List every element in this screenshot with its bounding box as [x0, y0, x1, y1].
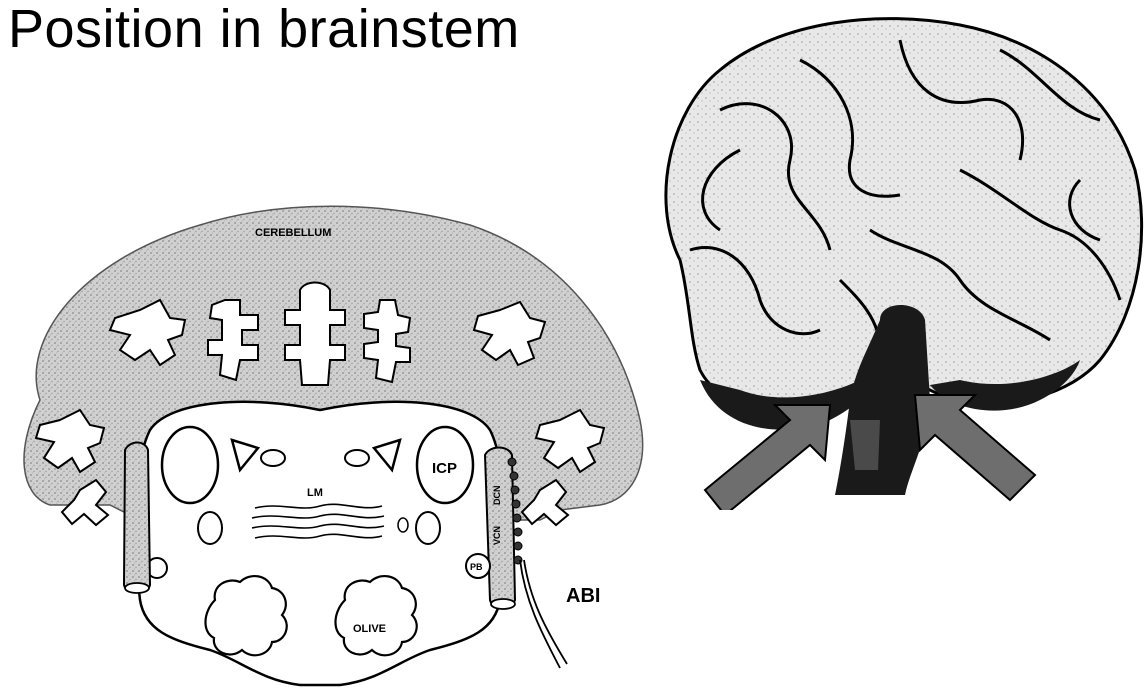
label-dcn: DCN — [492, 486, 502, 506]
label-cerebellum: CEREBELLUM — [255, 227, 331, 239]
slide-title: Position in brainstem — [8, 0, 520, 60]
left-lower-oval — [198, 512, 222, 544]
right-arrow — [915, 395, 1035, 500]
label-vcn: VCN — [492, 526, 502, 545]
label-pb: PB — [470, 562, 483, 572]
left-icp-oval — [162, 427, 218, 503]
label-olive: OLIVE — [353, 623, 386, 635]
brain-illustration — [650, 10, 1146, 510]
cochlear-tube-end — [491, 599, 515, 609]
brainstem-highlight — [850, 420, 880, 470]
right-lower-oval — [416, 512, 440, 544]
label-icp: ICP — [432, 460, 457, 477]
right-small-oval — [345, 450, 369, 466]
abi-lead-wire-2 — [524, 560, 567, 664]
label-abi: ABI — [566, 585, 600, 607]
brainstem-cross-section-diagram: CEREBELLUM ICP LM OLIVE PB DCN VCN ABI — [0, 190, 650, 689]
left-small-oval — [261, 450, 285, 466]
label-lm: LM — [307, 487, 323, 499]
left-tube-end — [125, 583, 149, 593]
left-lateral-tube — [124, 443, 150, 593]
right-tiny-oval — [398, 518, 408, 532]
